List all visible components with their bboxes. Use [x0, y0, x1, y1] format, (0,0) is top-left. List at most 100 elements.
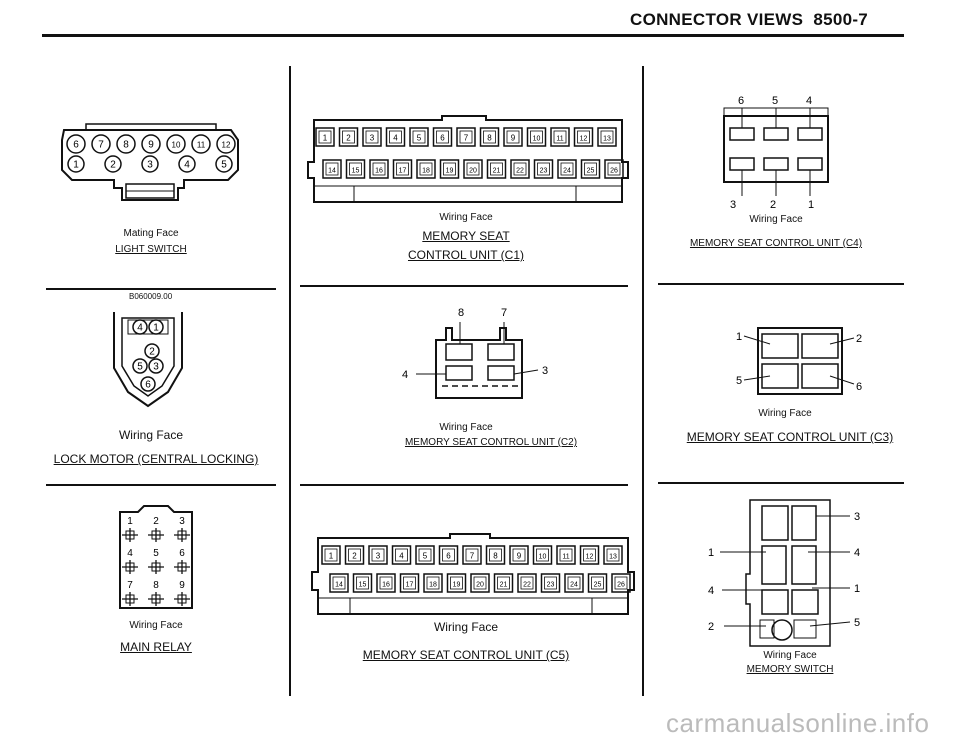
- pin-label: 7: [464, 134, 469, 143]
- pin-socket: [385, 127, 406, 147]
- switch-pin-label: 2: [708, 621, 714, 633]
- lock-motor-ref-code: B060009.00: [129, 292, 173, 301]
- pin-label: 12: [586, 554, 594, 561]
- pin-socket: [177, 594, 187, 604]
- memory-switch-connector-diagram: 3 1 4 4 1 2 5: [708, 499, 860, 647]
- pin-socket: [151, 530, 161, 540]
- pin-label: 9: [517, 552, 522, 561]
- pin-inner: [324, 548, 338, 562]
- pin-inner: [607, 162, 621, 176]
- pin-label: 20: [469, 168, 477, 175]
- pin-terminal: [122, 592, 138, 606]
- pin-socket: [178, 155, 196, 173]
- pin-terminal: [174, 592, 190, 606]
- pin-socket: [141, 155, 159, 173]
- switch-pin-label: 4: [708, 585, 714, 597]
- main-relay-face-label: Wiring Face: [129, 620, 183, 631]
- pin-socket: [486, 159, 507, 179]
- pin-label: 4: [393, 134, 398, 143]
- memory-seat-c3-connector-diagram: 1 2 5 6: [736, 327, 862, 395]
- pin-label: 22: [523, 582, 531, 589]
- pin-inner: [489, 548, 502, 562]
- pin-socket: [392, 159, 413, 179]
- pin-socket: [104, 155, 122, 173]
- lock-motor-name: LOCK MOTOR (CENTRAL LOCKING): [53, 452, 259, 466]
- pin-label: 7: [127, 580, 133, 591]
- pin-label: 7: [470, 552, 475, 561]
- pin-label: 21: [493, 168, 501, 175]
- memory-switch-face-label: Wiring Face: [763, 650, 817, 661]
- pin-inner: [348, 548, 361, 562]
- pin-label: 5: [153, 548, 159, 559]
- pin-inner: [553, 130, 567, 144]
- c3-pin-label: 2: [856, 333, 862, 345]
- pin-socket: [125, 530, 135, 540]
- pin-socket: [144, 343, 160, 359]
- switch-pin-label: 4: [854, 547, 860, 559]
- pin-inner: [512, 548, 526, 562]
- pin-label: 10: [172, 141, 181, 150]
- pin-label: 15: [352, 168, 360, 175]
- pin-label: 16: [382, 582, 390, 589]
- pin-socket: [532, 545, 553, 565]
- pin-label: 8: [123, 140, 129, 151]
- pin-socket: [329, 573, 349, 593]
- pin-terminal: [148, 560, 164, 574]
- pin-socket: [140, 376, 156, 392]
- pin-label: 15: [359, 582, 367, 589]
- pin-label: 22: [516, 168, 524, 175]
- pin-socket: [611, 573, 631, 593]
- pin-inner: [490, 162, 503, 176]
- pin-label: 1: [127, 516, 133, 527]
- pin-inner: [559, 548, 573, 562]
- pin-label: 3: [153, 362, 159, 373]
- pin-label: 12: [580, 136, 588, 143]
- pin-inner: [583, 548, 596, 562]
- pin-label: 12: [222, 141, 231, 150]
- pin-socket: [580, 159, 601, 179]
- light-switch-name: LIGHT SWITCH: [115, 244, 187, 255]
- pin-socket: [533, 159, 554, 179]
- pin-socket: [362, 127, 382, 147]
- switch-pin-label: 3: [854, 511, 860, 523]
- main-relay-name: MAIN RELAY: [120, 640, 192, 654]
- pin-inner: [419, 162, 433, 176]
- pin-label: 4: [399, 552, 404, 561]
- pin-socket: [338, 127, 359, 147]
- pin-socket: [479, 127, 500, 147]
- pin-inner: [584, 162, 597, 176]
- pin-socket: [148, 319, 164, 335]
- pin-inner: [443, 162, 456, 176]
- row-divider: [46, 288, 276, 290]
- pin-socket: [456, 127, 476, 147]
- pin-socket: [191, 134, 211, 154]
- pin-inner: [412, 130, 426, 144]
- c2-pin-label: 4: [402, 369, 408, 381]
- pin-label: 1: [323, 134, 328, 143]
- pin-inner: [483, 130, 496, 144]
- pin-socket: [177, 530, 187, 540]
- pin-socket: [91, 134, 111, 154]
- seat-c1-name-line2-text: CONTROL UNIT (C1): [407, 248, 524, 262]
- pin-inner: [342, 130, 355, 144]
- c2-pin-label: 8: [458, 307, 464, 319]
- pin-inner: [325, 162, 339, 176]
- row-divider: [300, 285, 628, 287]
- pin-label: 6: [73, 140, 79, 151]
- light-switch-face-label: Mating Face: [123, 228, 179, 239]
- pin-terminal: [148, 592, 164, 606]
- pin-terminal: [148, 528, 164, 542]
- pin-socket: [116, 134, 136, 154]
- seat-c5-face-label: Wiring Face: [433, 620, 498, 634]
- pin-inner: [537, 162, 550, 176]
- switch-pin-label: 1: [854, 583, 860, 595]
- pin-inner: [506, 130, 520, 144]
- pin-label: 1: [73, 160, 79, 171]
- pin-label: 2: [352, 552, 357, 561]
- pin-socket: [416, 159, 436, 179]
- pin-inner: [371, 548, 385, 562]
- pin-inner: [473, 576, 487, 590]
- pin-socket: [493, 573, 514, 593]
- seat-c5-name: MEMORY SEAT CONTROL UNIT (C5): [362, 648, 570, 662]
